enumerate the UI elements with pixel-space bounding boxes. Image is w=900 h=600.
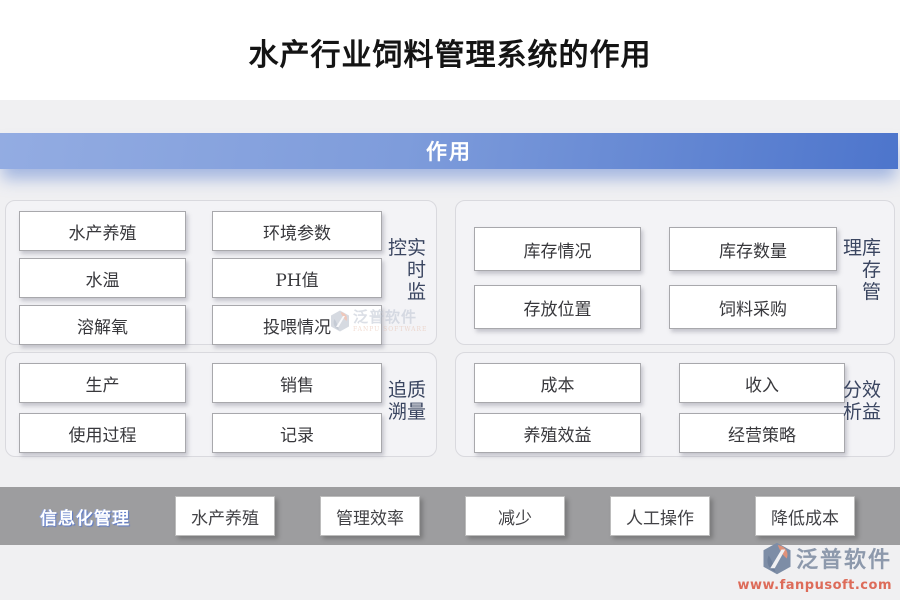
node-business-strategy[interactable]: 经营策略	[679, 413, 845, 453]
node-cost[interactable]: 成本	[474, 363, 641, 403]
bar-node-manual-operation[interactable]: 人工操作	[610, 496, 710, 536]
node-production[interactable]: 生产	[19, 363, 186, 403]
watermark: 泛普软件 FANPU SOFTWARE	[330, 310, 427, 336]
watermark-subtitle: FANPU SOFTWARE	[353, 326, 428, 333]
panel-button-grid: 生产 销售 使用过程 记录	[19, 363, 382, 453]
panel-quality-tracing: 生产 销售 使用过程 记录 质量追溯	[5, 352, 437, 457]
page-title: 水产行业饲料管理系统的作用	[248, 38, 652, 73]
node-ph-value[interactable]: PH值	[212, 258, 382, 298]
panel-label-quality-tracing: 质量追溯	[385, 378, 426, 423]
bar-node-cost-reduction[interactable]: 降低成本	[755, 496, 855, 536]
banner-bar: 作用	[0, 133, 898, 169]
node-dissolved-oxygen[interactable]: 溶解氧	[19, 305, 186, 345]
panel-label-inventory-management: 库存管理	[840, 236, 881, 303]
fanpu-logo: 泛普软件 www.fanpusoft.com	[737, 542, 892, 592]
panel-button-grid: 库存情况 库存数量 存放位置 饲料采购	[474, 227, 837, 329]
node-aquaculture[interactable]: 水产养殖	[19, 211, 186, 251]
watermark-text: 泛普软件 FANPU SOFTWARE	[353, 310, 427, 333]
panel-label-realtime-monitoring: 实时监控	[385, 236, 426, 303]
panel-button-grid: 水产养殖 环境参数 水温 PH值 溶解氧 投喂情况	[19, 211, 382, 345]
node-feeding-status[interactable]: 投喂情况	[212, 305, 382, 345]
node-usage-process[interactable]: 使用过程	[19, 413, 186, 453]
panel-label-benefit-analysis: 效益分析	[840, 378, 881, 423]
node-environment-params[interactable]: 环境参数	[212, 211, 382, 251]
fanpu-logo-name: 泛普软件	[795, 547, 892, 573]
node-storage-location[interactable]: 存放位置	[474, 285, 641, 329]
bar-node-reduce[interactable]: 减少	[465, 496, 565, 536]
panel-benefit-analysis: 成本 收入 养殖效益 经营策略 效益分析	[455, 352, 895, 457]
node-inventory-quantity[interactable]: 库存数量	[669, 227, 837, 271]
watermark-name: 泛普软件	[353, 308, 418, 326]
fanpu-watermark-icon	[330, 310, 350, 336]
fanpu-logo-row: 泛普软件	[762, 542, 892, 578]
node-inventory-status[interactable]: 库存情况	[474, 227, 641, 271]
node-farming-benefit[interactable]: 养殖效益	[474, 413, 641, 453]
panel-button-grid: 成本 收入 养殖效益 经营策略	[474, 363, 845, 453]
node-feed-procurement[interactable]: 饲料采购	[669, 285, 837, 329]
panel-inventory-management: 库存情况 库存数量 存放位置 饲料采购 库存管理	[455, 200, 895, 345]
node-income[interactable]: 收入	[679, 363, 845, 403]
node-water-temp[interactable]: 水温	[19, 258, 186, 298]
node-records[interactable]: 记录	[212, 413, 382, 453]
panel-realtime-monitoring: 水产养殖 环境参数 水温 PH值 溶解氧 投喂情况 实时监控	[5, 200, 437, 345]
fanpu-logo-icon	[762, 542, 792, 578]
bar-node-aquaculture[interactable]: 水产养殖	[175, 496, 275, 536]
banner-label: 作用	[426, 139, 472, 164]
fanpu-logo-url: www.fanpusoft.com	[737, 578, 892, 593]
node-sales[interactable]: 销售	[212, 363, 382, 403]
bottom-bar: 信息化管理 水产养殖 管理效率 减少 人工操作 降低成本	[0, 487, 900, 545]
bottom-bar-label: 信息化管理	[40, 508, 130, 529]
bar-node-management-efficiency[interactable]: 管理效率	[320, 496, 420, 536]
